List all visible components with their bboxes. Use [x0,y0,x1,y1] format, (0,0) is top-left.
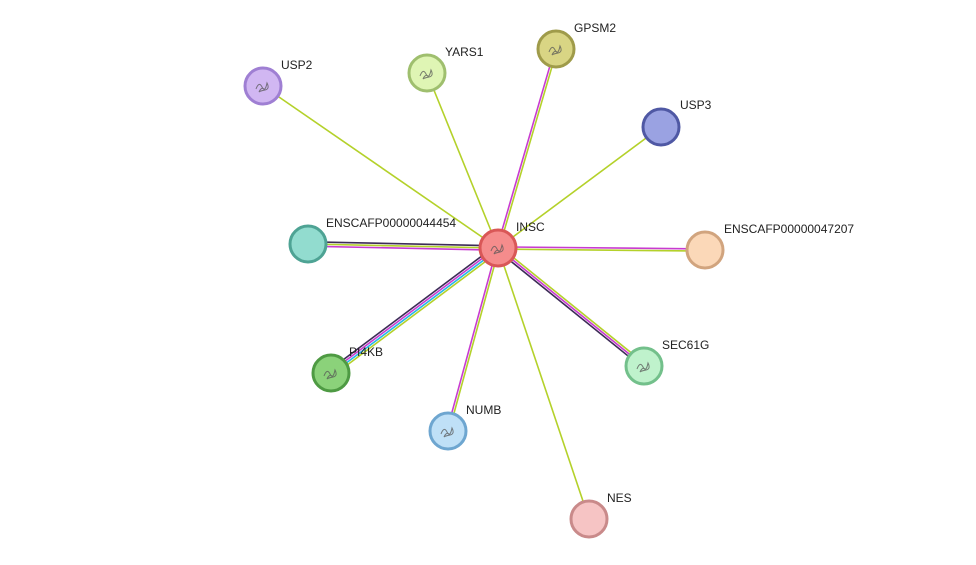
protein-structure-icon [419,68,433,80]
protein-structure-icon [440,426,454,438]
edge-strand [497,248,705,252]
edge-strand [497,247,590,520]
node-label: ENSCAFP00000047207 [724,222,854,236]
edge-strand [498,246,706,250]
node-layer: INSC USP2 YARS1 GPSM2USP3ENSCAFP00000044454… [243,21,854,539]
node-numb[interactable]: NUMB [428,403,501,451]
edge-strand [329,246,498,373]
node-label: USP2 [281,58,313,72]
edge-insc-yars1 [426,72,499,249]
node-label: GPSM2 [574,21,616,35]
node-label: USP3 [680,98,712,112]
edge-strand [332,250,501,377]
node-circle[interactable] [569,499,609,539]
edge-strand [496,48,556,248]
node-circle[interactable] [311,353,351,393]
edge-strand [307,245,498,251]
protein-structure-icon [323,368,337,380]
node-circle[interactable] [478,228,518,268]
protein-structure-icon [548,44,562,56]
edge-strand [331,248,500,375]
node-circle[interactable] [641,107,681,147]
edge-insc-pi4kb [328,244,501,377]
edge-strand [308,241,499,247]
edge-strand [496,249,644,369]
edge-insc-enscafp00000047207 [497,246,706,252]
edge-insc-enscafp00000044454 [307,241,499,251]
edge-insc-gpsm2 [496,48,558,249]
edge-strand [498,49,558,249]
edge-insc-nes [497,247,590,520]
edge-strand [497,247,645,367]
node-circle[interactable] [428,411,468,451]
edge-strand [448,248,500,432]
node-gpsm2[interactable]: GPSM2 [536,21,616,69]
node-circle[interactable] [536,29,576,69]
node-usp2[interactable]: USP2 [243,58,313,106]
edge-strand [426,72,499,249]
protein-structure-icon [490,243,504,255]
node-sec61g[interactable]: SEC61G [624,338,709,386]
protein-structure-icon [636,361,650,373]
node-circle[interactable] [243,66,283,106]
node-insc[interactable]: INSC [478,220,545,268]
edge-strand [328,244,497,371]
edge-strand [262,85,499,249]
edge-insc-numb [446,247,500,432]
edge-strand [446,247,498,431]
edge-strand [497,126,662,249]
edge-strand [307,243,499,249]
node-pi4kb[interactable]: PI4KB [311,345,383,393]
node-enscafp00000044454[interactable]: ENSCAFP00000044454 [288,216,456,264]
node-circle[interactable] [685,230,725,270]
edge-insc-usp3 [497,126,662,249]
node-label: NES [607,491,632,505]
node-label: SEC61G [662,338,709,352]
edge-layer [262,48,706,520]
node-yars1[interactable]: YARS1 [407,45,484,93]
node-enscafp00000047207[interactable]: ENSCAFP00000047207 [685,222,854,270]
edge-strand [498,245,646,365]
node-label: PI4KB [349,345,383,359]
node-circle[interactable] [288,224,328,264]
edge-insc-usp2 [262,85,499,249]
protein-structure-icon [255,81,269,93]
node-nes[interactable]: NES [569,491,632,539]
node-circle[interactable] [624,346,664,386]
edge-insc-sec61g [496,245,646,369]
node-usp3[interactable]: USP3 [641,98,712,147]
node-label: INSC [516,220,545,234]
node-label: YARS1 [445,45,484,59]
node-label: NUMB [466,403,501,417]
node-label: ENSCAFP00000044454 [326,216,456,230]
node-circle[interactable] [407,53,447,93]
